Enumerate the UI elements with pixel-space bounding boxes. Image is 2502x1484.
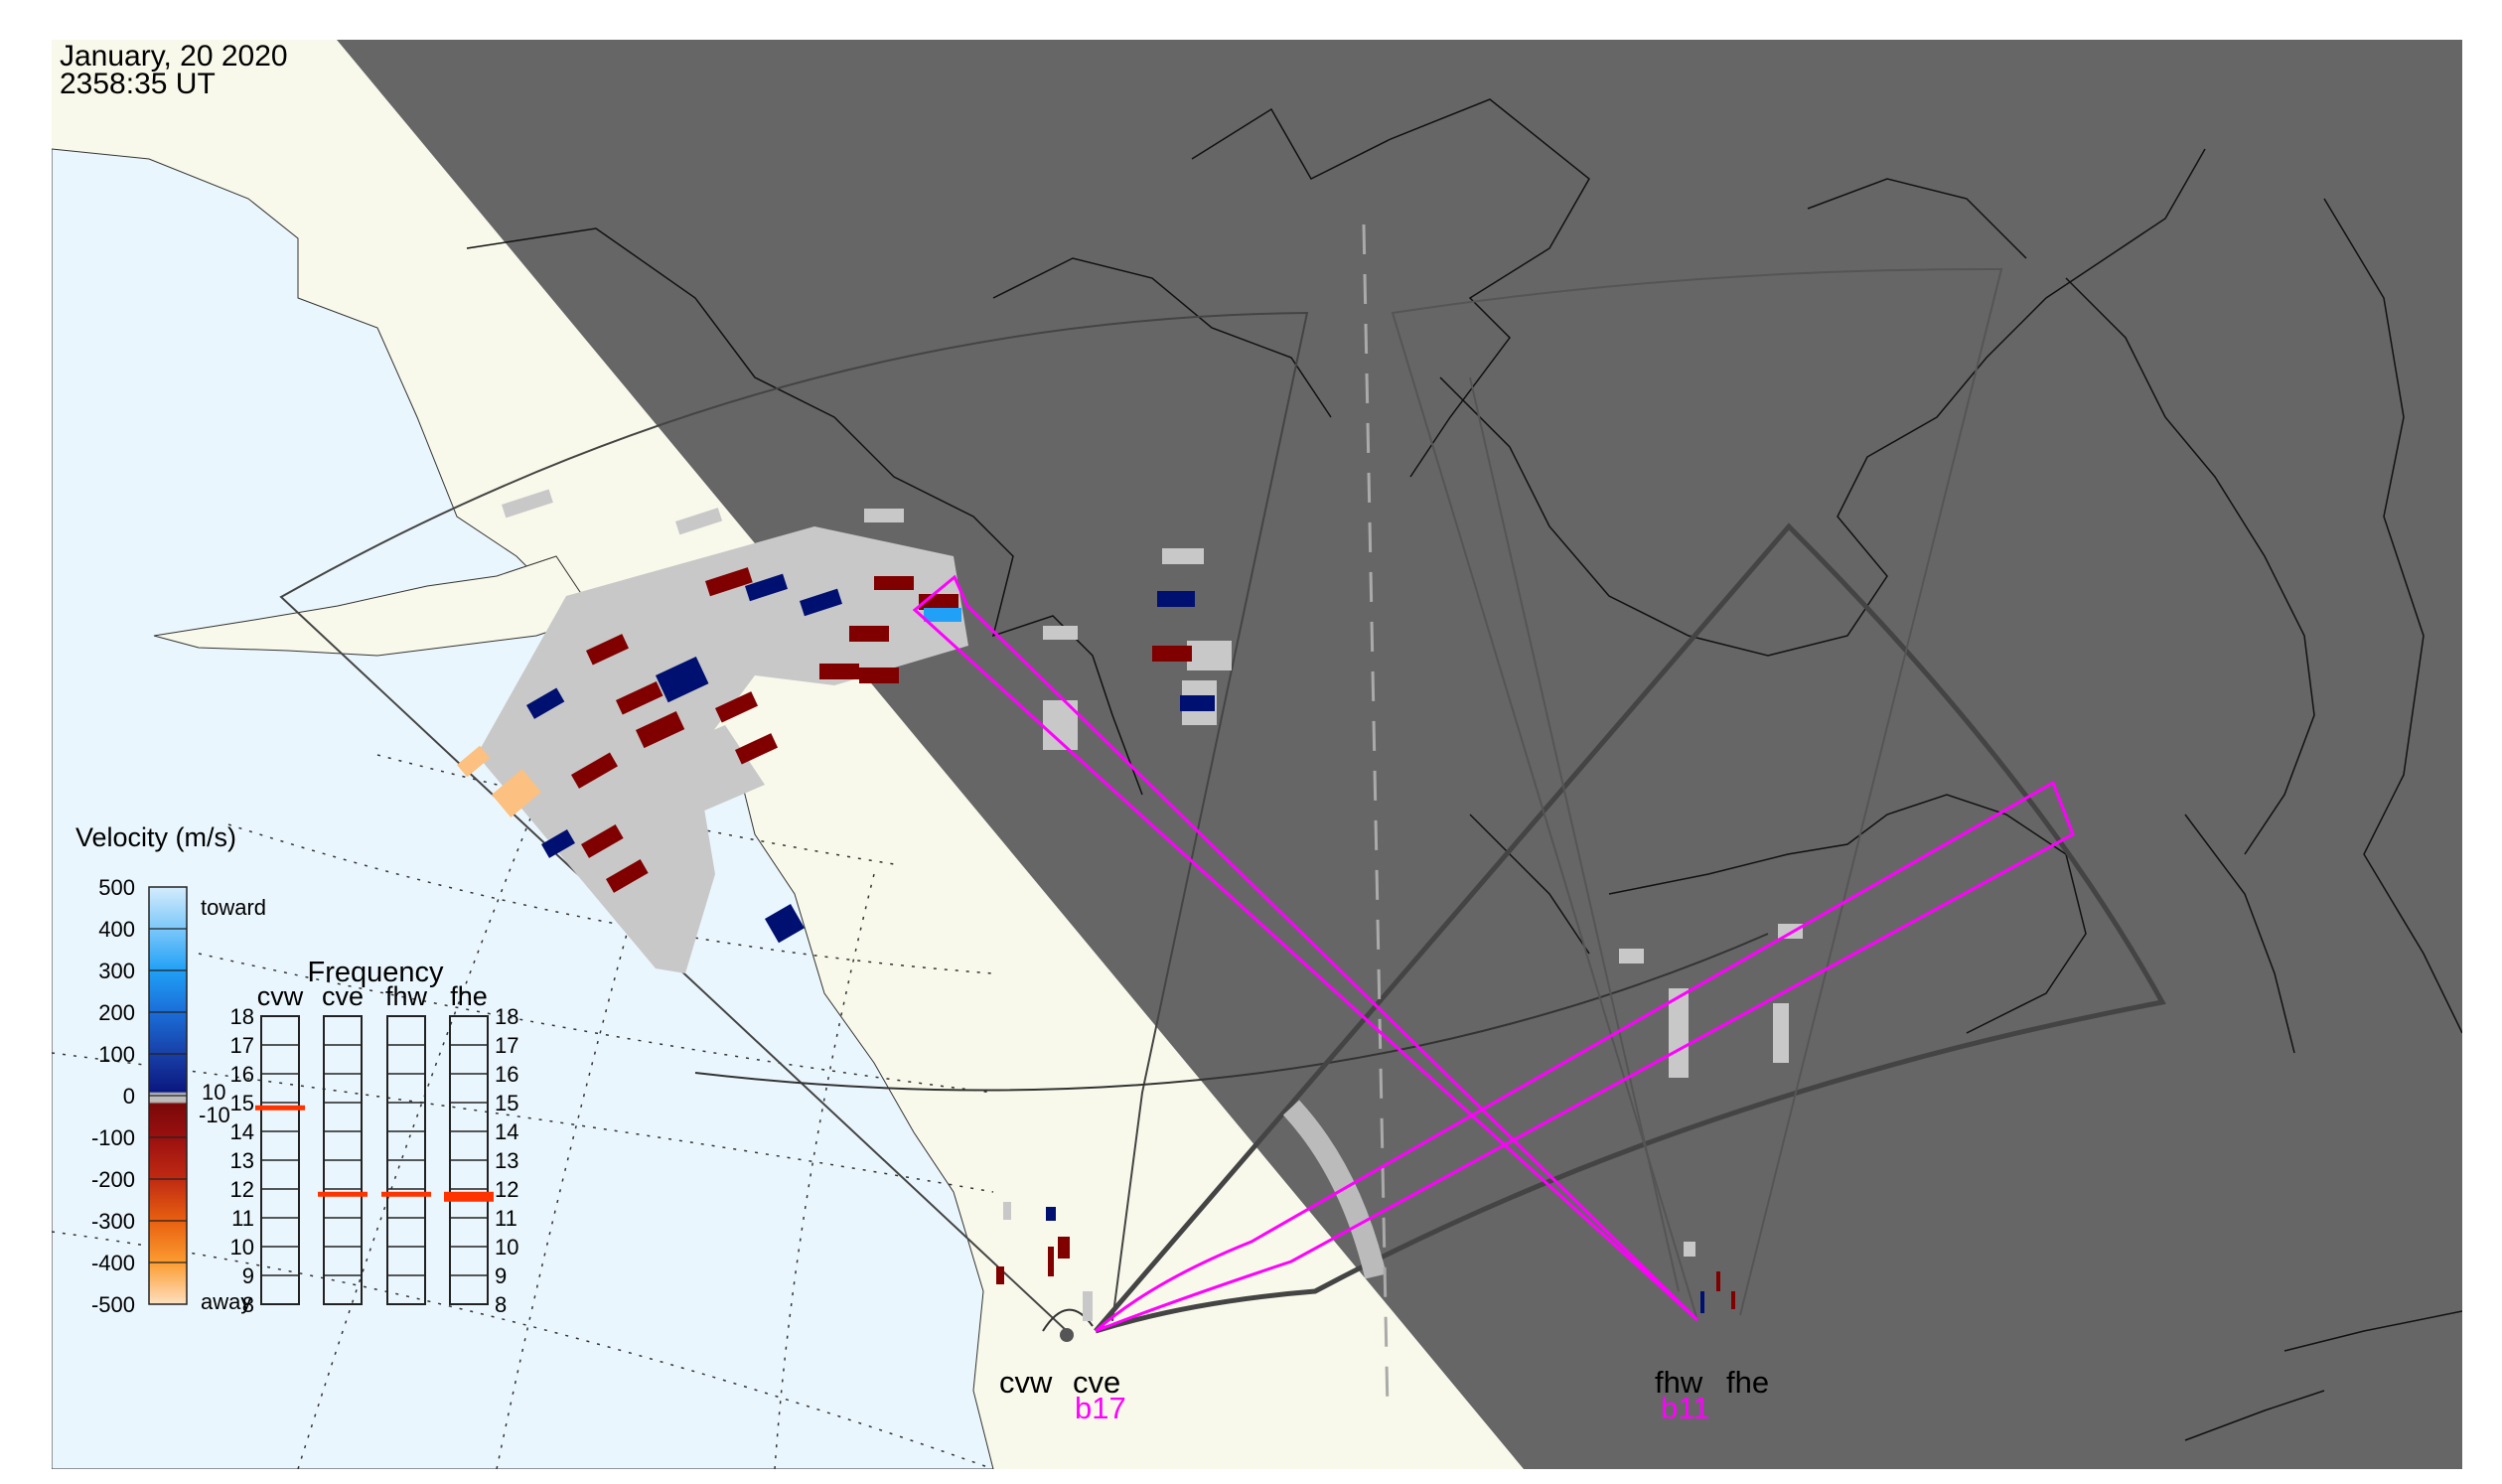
beam-label-b17: b17 <box>1075 1391 1126 1425</box>
night-shading <box>337 40 2462 1469</box>
frequency-tick-left: 14 <box>230 1119 254 1144</box>
map-area <box>52 40 2462 1469</box>
frequency-marker-fhe <box>444 1191 494 1202</box>
toward-label: toward <box>201 895 266 920</box>
fhw-fov <box>1391 267 2003 1321</box>
radar-label-fhw: fhw <box>1655 1365 1703 1400</box>
frequency-title: Frequency <box>307 957 444 988</box>
velocity-tick: 100 <box>98 1042 135 1067</box>
frequency-tick-left: 10 <box>230 1235 254 1260</box>
radar-label-cvw: cvw <box>999 1365 1053 1400</box>
frequency-col-cvw: cvw <box>257 981 304 1011</box>
frequency-tick-left: 8 <box>242 1292 254 1317</box>
gs-lower-label: -10 <box>199 1103 230 1127</box>
frequency-marker-cve <box>318 1191 368 1197</box>
date-label: January, 20 2020 <box>60 40 288 73</box>
velocity-tick: -500 <box>91 1292 135 1317</box>
frequency-tick-right: 11 <box>495 1206 517 1231</box>
frequency-tick-right: 13 <box>495 1148 518 1173</box>
cvw-fov <box>279 311 1309 1332</box>
time-label: 2358:35 UT <box>60 68 216 100</box>
frequency-col-cve: cve <box>322 981 364 1011</box>
fhw-beam-b11 <box>912 574 1699 1322</box>
velocity-tick: -100 <box>91 1125 135 1150</box>
ground-scatter-cluster <box>656 725 765 815</box>
velocity-tick: 200 <box>98 1000 135 1025</box>
frequency-marker-cvw <box>255 1105 305 1111</box>
velocity-title: Velocity (m/s) <box>75 822 236 852</box>
beam-label-b11: b11 <box>1661 1391 1709 1425</box>
frequency-tick-right: 16 <box>495 1062 518 1087</box>
cve-fov <box>1094 522 2166 1334</box>
away-label: away <box>201 1289 251 1314</box>
frequency-tick-left: 11 <box>231 1206 254 1231</box>
velocity-tick: 300 <box>98 959 135 983</box>
frequency-tick-left: 15 <box>230 1091 254 1115</box>
frequency-col-fhe: fhe <box>450 981 488 1011</box>
frequency-tick-right: 10 <box>495 1235 518 1260</box>
velocity-tick: 400 <box>98 917 135 942</box>
frequency-tick-left: 13 <box>230 1148 254 1173</box>
frequency-tick-left: 9 <box>242 1263 254 1288</box>
radar-fov <box>279 223 2166 1412</box>
velocity-tick: -400 <box>91 1251 135 1275</box>
frequency-tick-right: 15 <box>495 1091 518 1115</box>
frequency-tick-right: 9 <box>495 1263 507 1288</box>
frequency-tick-left: 16 <box>230 1062 254 1087</box>
frequency-col-fhw: fhw <box>385 981 428 1011</box>
radar-label-cve: cve <box>1073 1365 1120 1400</box>
coastlines <box>466 98 2462 1441</box>
gs-upper-label: 10 <box>202 1080 225 1105</box>
velocity-tick: -300 <box>91 1209 135 1234</box>
frequency-tick-left: 17 <box>230 1033 254 1058</box>
frequency-tick-right: 14 <box>495 1119 518 1144</box>
frequency-tick-left: 12 <box>230 1177 254 1202</box>
velocity-tick: 0 <box>123 1084 135 1109</box>
radar-site-marker <box>1060 1328 1074 1342</box>
frequency-tick-left: 18 <box>230 1004 254 1029</box>
ground-scatter-cluster <box>477 526 968 973</box>
frequency-tick-right: 12 <box>495 1177 518 1202</box>
frequency-tick-right: 8 <box>495 1292 507 1317</box>
cve-near-arc <box>1282 1100 1387 1279</box>
frequency-tick-right: 17 <box>495 1033 518 1058</box>
scatter-cells <box>457 489 1803 1321</box>
velocity-tick: 500 <box>98 875 135 900</box>
velocity-legend: Velocity (m/s) 500 400 300 200 100 0 -100 -200 -… <box>75 822 266 1317</box>
cve-beam-b17 <box>1095 780 2075 1333</box>
selected-beams <box>912 574 2075 1333</box>
fhe-fov-line <box>1469 376 1680 1292</box>
radar-label-fhe: fhe <box>1726 1365 1769 1400</box>
velocity-tick: -200 <box>91 1167 135 1192</box>
frequency-marker-fhw <box>381 1191 431 1197</box>
cvw-range-arc <box>694 933 1769 1092</box>
frequency-tick-right: 18 <box>495 1004 518 1029</box>
